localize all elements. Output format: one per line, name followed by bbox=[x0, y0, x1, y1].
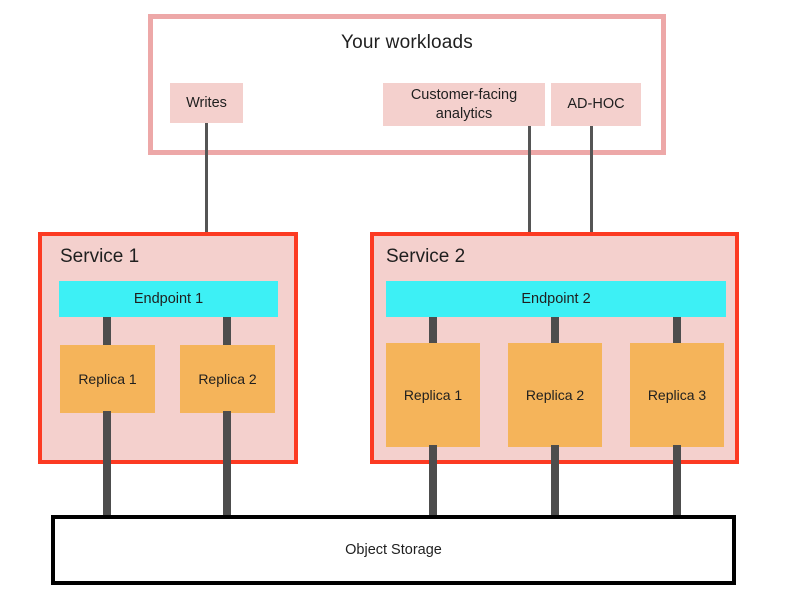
link-service-2-replica-2-storage bbox=[551, 445, 559, 518]
link-service-2-replica-1-storage bbox=[429, 445, 437, 518]
link-service-1-replica-1-storage bbox=[103, 411, 111, 518]
workload-chip-ad-hoc[interactable]: AD-HOC bbox=[551, 83, 641, 126]
service-2-replica-1[interactable]: Replica 1 bbox=[386, 343, 480, 447]
service-1-endpoint[interactable]: Endpoint 1 bbox=[59, 281, 278, 317]
workload-chip-customer-facing-analytics[interactable]: Customer-facing analytics bbox=[383, 83, 545, 126]
link-endpoint-2-replica-3 bbox=[673, 317, 681, 345]
link-endpoint-1-replica-2 bbox=[223, 317, 231, 347]
link-endpoint-1-replica-1 bbox=[103, 317, 111, 347]
link-endpoint-2-replica-2 bbox=[551, 317, 559, 345]
service-2-endpoint[interactable]: Endpoint 2 bbox=[386, 281, 726, 317]
service-1-label: Service 1 bbox=[60, 246, 140, 267]
link-service-2-replica-3-storage bbox=[673, 445, 681, 518]
service-1-replica-1[interactable]: Replica 1 bbox=[60, 345, 155, 413]
object-storage-box[interactable]: Object Storage bbox=[51, 515, 736, 585]
service-2-label: Service 2 bbox=[386, 246, 466, 267]
arrow-analytics-to-endpoint-2-line bbox=[528, 126, 531, 263]
service-2-replica-2[interactable]: Replica 2 bbox=[508, 343, 602, 447]
service-2-replica-3[interactable]: Replica 3 bbox=[630, 343, 724, 447]
workload-chip-writes[interactable]: Writes bbox=[170, 83, 243, 123]
service-1-replica-2[interactable]: Replica 2 bbox=[180, 345, 275, 413]
link-endpoint-2-replica-1 bbox=[429, 317, 437, 345]
workloads-title: Your workloads bbox=[340, 32, 473, 53]
link-service-1-replica-2-storage bbox=[223, 411, 231, 518]
arrow-adhoc-to-endpoint-2-line bbox=[590, 126, 593, 263]
arrow-writes-to-endpoint-1-line bbox=[205, 123, 208, 263]
